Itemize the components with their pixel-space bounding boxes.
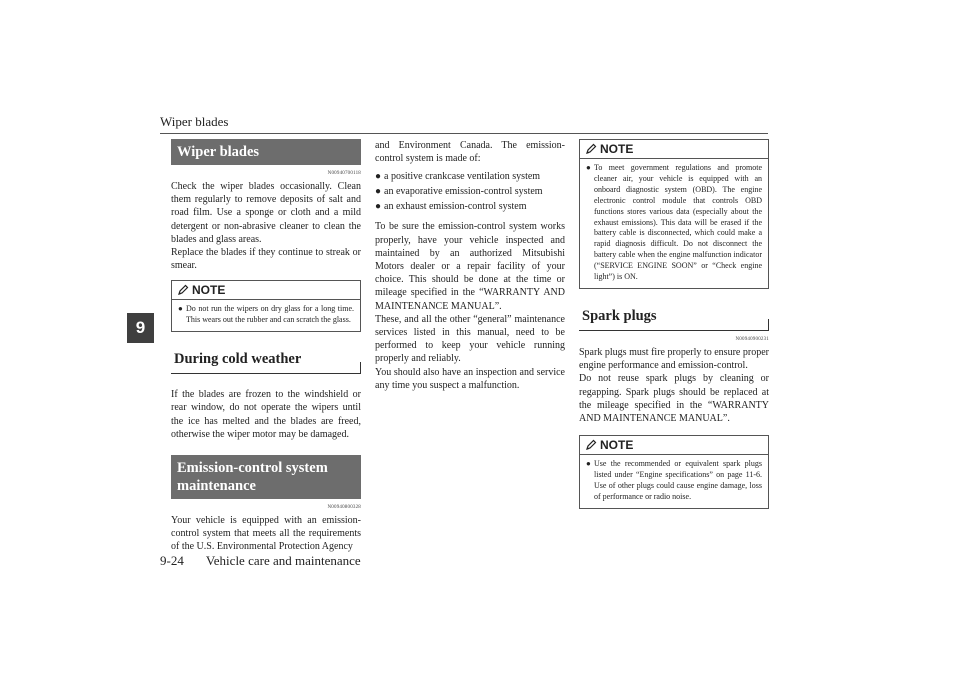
bullet-icon: ● bbox=[375, 186, 382, 198]
note-item: ● Use the recommended or equivalent spar… bbox=[580, 455, 768, 503]
section-heading-cold-weather: During cold weather bbox=[171, 346, 361, 375]
paragraph: These, and all the other “general” maint… bbox=[375, 313, 565, 365]
note-box: NOTE ● To meet government regulations an… bbox=[579, 139, 769, 289]
paragraph: To be sure the emission-control system w… bbox=[375, 221, 565, 312]
bullet-icon: ● bbox=[375, 171, 382, 183]
note-text: Use the recommended or equivalent spark … bbox=[594, 459, 762, 501]
note-box: NOTE ● Use the recommended or equivalent… bbox=[579, 435, 769, 509]
pencil-icon bbox=[586, 439, 597, 451]
bullet-icon: ● bbox=[586, 459, 591, 469]
column-1: Wiper blades N00940700118 Check the wipe… bbox=[171, 139, 361, 554]
section-code: N00940900231 bbox=[735, 336, 769, 342]
heading-line: maintenance bbox=[177, 478, 256, 495]
heading-line: Emission-control system bbox=[177, 460, 328, 477]
section-heading-spark-plugs: Spark plugs bbox=[579, 303, 769, 331]
note-item: ● Do not run the wipers on dry glass for… bbox=[172, 300, 360, 326]
page-footer: 9-24 Vehicle care and maintenance bbox=[160, 553, 361, 569]
pencil-icon bbox=[178, 285, 189, 296]
section-code: N00940800328 bbox=[327, 505, 361, 511]
paragraph: Your vehicle is equipped with an emissio… bbox=[171, 515, 361, 553]
chapter-tab: 9 bbox=[127, 313, 154, 343]
note-text: Do not run the wipers on dry glass for a… bbox=[186, 304, 354, 325]
bullet-icon: ● bbox=[586, 163, 591, 172]
paragraph: Replace the blades if they continue to s… bbox=[171, 247, 361, 272]
note-header: NOTE bbox=[580, 140, 768, 159]
paragraph: and Environment Canada. The emission-con… bbox=[375, 140, 565, 165]
page-number: 9-24 bbox=[160, 553, 184, 568]
paragraph: You should also have an inspection and s… bbox=[375, 366, 565, 391]
column-2: and Environment Canada. The emission-con… bbox=[375, 139, 565, 392]
list-item: ●a positive crankcase ventilation system bbox=[375, 171, 541, 183]
paragraph: Check the wiper blades occasionally. Cle… bbox=[171, 181, 361, 245]
chapter-name: Vehicle care and maintenance bbox=[205, 553, 361, 568]
column-3: NOTE ● To meet government regulations an… bbox=[579, 139, 769, 509]
note-label: NOTE bbox=[600, 438, 634, 453]
paragraph: Do not reuse spark plugs by cleaning or … bbox=[579, 373, 769, 424]
list-item: ●an evaporative emission-control system bbox=[375, 186, 543, 198]
note-text: To meet government regulations and promo… bbox=[594, 163, 762, 282]
note-box: NOTE ● Do not run the wipers on dry glas… bbox=[171, 280, 361, 333]
note-header: NOTE bbox=[172, 281, 360, 301]
note-label: NOTE bbox=[600, 142, 634, 156]
note-item: ● To meet government regulations and pro… bbox=[580, 159, 768, 283]
pencil-icon bbox=[586, 143, 597, 154]
section-heading-emission-control: Emission-control system maintenance bbox=[171, 455, 361, 500]
bullet-icon: ● bbox=[375, 201, 382, 213]
header-title: Wiper blades bbox=[160, 114, 229, 129]
section-heading-wiper-blades: Wiper blades bbox=[171, 139, 361, 165]
bullet-list: ●a positive crankcase ventilation system… bbox=[375, 169, 565, 214]
header-rule bbox=[160, 133, 768, 134]
paragraph: Spark plugs must fire properly to ensure… bbox=[579, 346, 769, 372]
paragraph: If the blades are frozen to the windshie… bbox=[171, 389, 361, 440]
section-code: N00940700118 bbox=[327, 171, 361, 176]
list-item: ●an exhaust emission-control system bbox=[375, 201, 527, 213]
note-header: NOTE bbox=[580, 436, 768, 456]
note-label: NOTE bbox=[192, 283, 226, 298]
bullet-icon: ● bbox=[178, 304, 183, 314]
